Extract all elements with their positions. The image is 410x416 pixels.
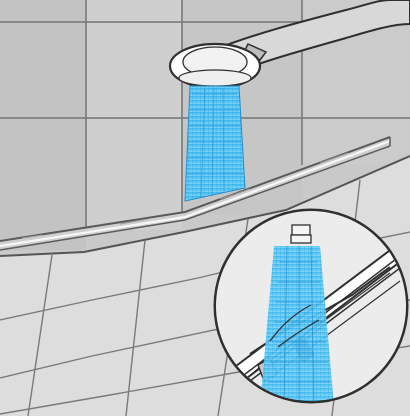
water-spray-icon <box>185 86 245 201</box>
